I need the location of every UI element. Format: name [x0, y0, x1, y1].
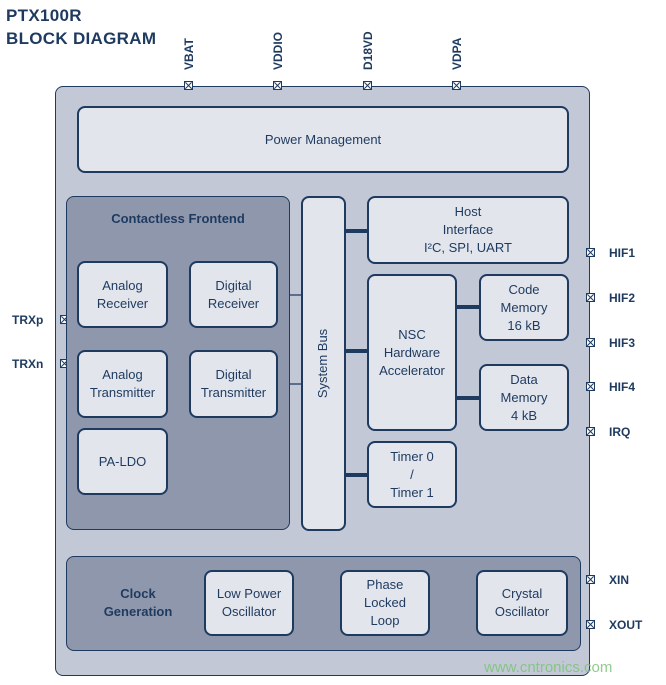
pin-label-vdpa: VDPA [450, 37, 464, 70]
contactless-frontend-title: Contactless Frontend [111, 211, 245, 226]
system-bus-label: System Bus [315, 328, 331, 399]
pin-label-hif4: HIF4 [609, 380, 636, 394]
pin-label-hif2: HIF2 [609, 291, 636, 305]
pin-label-trxp: TRXp [12, 313, 44, 327]
nsc-hardware-accelerator-block: NSC Hardware Accelerator [367, 274, 457, 431]
timer-block: Timer 0 / Timer 1 [367, 441, 457, 508]
pin-label-xout: XOUT [609, 618, 643, 632]
pin-hif2-icon [586, 293, 595, 302]
digital-receiver-block: Digital Receiver [189, 261, 278, 328]
pin-label-vbat: VBAT [182, 38, 196, 70]
pin-irq-icon [586, 427, 595, 436]
pin-xout-icon [586, 620, 595, 629]
code-memory-block: Code Memory 16 kB [479, 274, 569, 341]
system-bus-block [301, 196, 346, 531]
analog-receiver-block: Analog Receiver [77, 261, 168, 328]
pa-ldo-block: PA-LDO [77, 428, 168, 495]
pin-label-d18vd: D18VD [361, 31, 375, 70]
watermark-text: www.cntronics.com [484, 659, 613, 676]
pin-label-vddio: VDDIO [271, 31, 285, 70]
pin-label-irq: IRQ [609, 425, 631, 439]
pin-label-hif1: HIF1 [609, 246, 636, 260]
diagram-title-line2: BLOCK DIAGRAM [6, 29, 157, 48]
crystal-oscillator-block: Crystal Oscillator [476, 570, 568, 636]
pin-label-xin: XIN [609, 573, 630, 587]
pin-vbat-icon [184, 81, 193, 90]
phase-locked-loop-block: Phase Locked Loop [340, 570, 430, 636]
pin-vddio-icon [273, 81, 282, 90]
digital-transmitter-block: Digital Transmitter [189, 350, 278, 418]
analog-transmitter-block: Analog Transmitter [77, 350, 168, 418]
pin-hif4-icon [586, 382, 595, 391]
pin-xin-icon [586, 575, 595, 584]
system-bus-label-wrap: System Bus [301, 196, 345, 531]
power-management-block: Power Management [77, 106, 569, 173]
diagram-title-line1: PTX100R [6, 6, 82, 25]
data-memory-block: Data Memory 4 kB [479, 364, 569, 431]
pin-hif3-icon [586, 338, 595, 347]
pin-hif1-icon [586, 248, 595, 257]
clock-generation-title: Clock Generation [103, 586, 173, 619]
low-power-oscillator-block: Low Power Oscillator [204, 570, 294, 636]
pin-d18vd-icon [363, 81, 372, 90]
pin-label-trxn: TRXn [12, 357, 44, 371]
pin-vdpa-icon [452, 81, 461, 90]
pin-label-hif3: HIF3 [609, 336, 636, 350]
host-interface-block: Host Interface I²C, SPI, UART [367, 196, 569, 264]
